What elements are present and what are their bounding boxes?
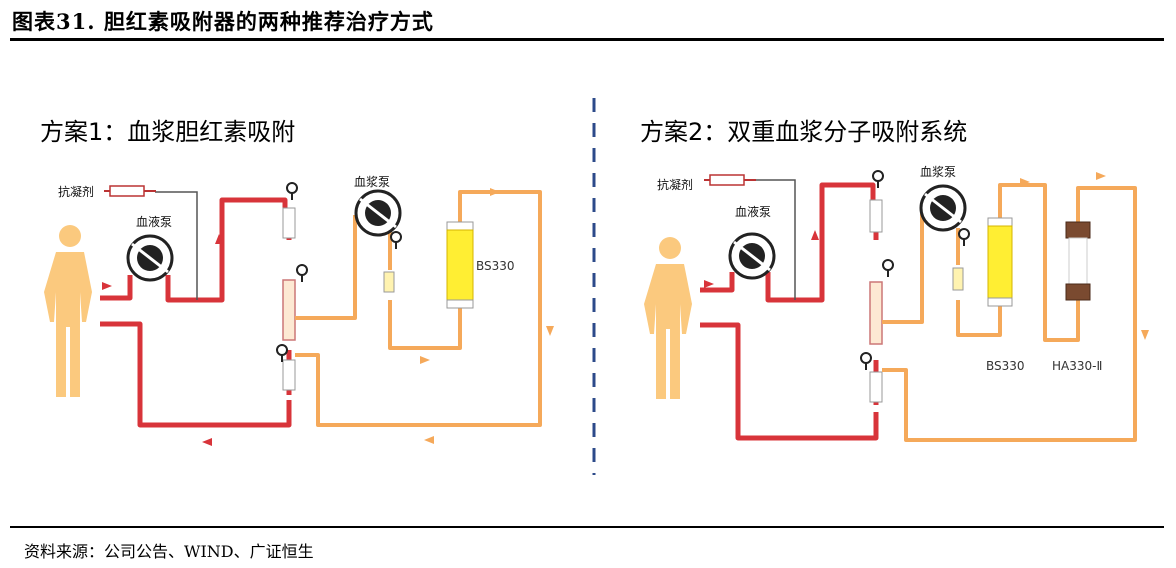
bottom-rule [10, 526, 1164, 528]
flow-arrow [215, 234, 223, 244]
plasma-separator [869, 199, 883, 403]
clamp-icon [286, 182, 298, 201]
blood-pump-icon [728, 232, 776, 280]
scheme2-title: 方案2：双重血浆分子吸附系统 [640, 118, 968, 146]
flow-arrow [1020, 178, 1030, 186]
plasma-pump-icon [919, 184, 967, 232]
plasma-pump-label: 血浆泵 [920, 164, 956, 179]
column-label: BS330 [476, 259, 515, 273]
flow-arrow [1141, 330, 1149, 340]
plasma-pump-icon [354, 189, 402, 237]
scheme1-title: 方案1：血浆胆红素吸附 [40, 118, 296, 146]
blood-pump-label: 血液泵 [136, 214, 172, 229]
clamp-icon [276, 344, 288, 363]
scheme2-diagram: 抗凝剂 血液泵 血浆泵 BS330 [644, 164, 1149, 442]
blood-line-out [100, 275, 133, 301]
ha330-column [1065, 221, 1091, 301]
clamp-icon [296, 264, 308, 283]
plasma-line-return [882, 186, 1137, 442]
patient-figure [644, 237, 692, 399]
bs330-column [987, 217, 1013, 307]
clamp-icon [860, 352, 872, 371]
blood-pump-icon [126, 234, 174, 282]
top-rule [10, 38, 1164, 41]
column2-label: HA330-Ⅱ [1052, 359, 1102, 373]
plasma-line-to-pump [295, 215, 357, 320]
flow-arrow [202, 438, 212, 446]
flow-arrow [420, 356, 430, 364]
flow-arrow [102, 282, 112, 290]
flow-arrow [704, 280, 714, 288]
plasma-line-to-column2 [998, 183, 1080, 342]
blood-line-return [700, 322, 879, 441]
plasma-line-to-column [388, 300, 462, 350]
anticoagulant-label: 抗凝剂 [657, 177, 693, 192]
flow-arrow [424, 436, 434, 444]
figure-title: 图表31. 胆红素吸附器的两种推荐治疗方式 [12, 9, 434, 34]
plasma-pump-label: 血浆泵 [354, 174, 390, 189]
flow-arrow [490, 188, 500, 196]
blood-line-return [100, 321, 292, 428]
blood-line-to-filter [765, 182, 876, 303]
clamp-icon [390, 231, 402, 250]
plasma-separator [282, 207, 296, 391]
flow-arrow [546, 326, 554, 336]
bs330-column [446, 221, 474, 309]
flow-arrow [811, 230, 819, 240]
plasma-line-return [295, 190, 542, 427]
patient-figure [44, 225, 92, 397]
plasma-line-to-pump [882, 210, 924, 324]
blood-line-out [700, 272, 735, 293]
flow-arrow [1096, 172, 1106, 180]
clamp-icon [882, 259, 894, 278]
blood-line-to-filter [165, 197, 288, 303]
clamp-icon [958, 228, 970, 247]
plasma-line-to-column1 [956, 300, 1002, 337]
column1-label: BS330 [986, 359, 1025, 373]
scheme1-diagram: 抗凝剂 血液泵 血浆泵 BS330 [44, 174, 554, 446]
blood-pump-label: 血液泵 [735, 204, 771, 219]
anticoagulant-syringe [104, 185, 156, 197]
anticoagulant-label: 抗凝剂 [58, 184, 94, 199]
anticoagulant-syringe [704, 174, 756, 186]
source-note: 资料来源：公司公告、WIND、广证恒生 [24, 542, 314, 561]
